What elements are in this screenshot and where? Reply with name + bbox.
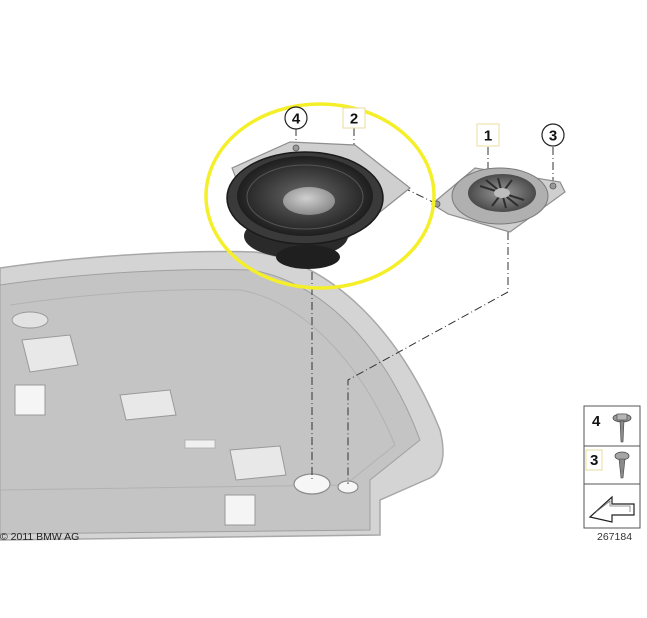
fastener-legend: 4 3: [583, 405, 641, 529]
screw-with-washer-icon: [612, 413, 632, 443]
callout-4[interactable]: 4: [284, 106, 308, 130]
svg-text:4: 4: [292, 111, 301, 128]
svg-text:2: 2: [350, 111, 358, 128]
svg-text:3: 3: [549, 128, 557, 145]
callout-3[interactable]: 3: [541, 123, 565, 147]
tweeter-mount-hole: [337, 480, 359, 494]
legend-row-3[interactable]: 3: [585, 449, 630, 479]
speaker-mount-hole: [293, 473, 331, 495]
legend-row-4[interactable]: 4: [592, 413, 632, 443]
diagram-number: 267184: [597, 531, 633, 543]
svg-text:4: 4: [592, 413, 601, 430]
tweeter: [430, 167, 566, 233]
rear-parcel-shelf: [0, 250, 444, 541]
svg-text:3: 3: [590, 452, 598, 469]
highlight-ellipse: [204, 102, 436, 290]
svg-text:1: 1: [484, 128, 492, 145]
callout-2[interactable]: 2: [342, 107, 366, 129]
copyright-text: © 2011 BMW AG: [0, 531, 80, 543]
screw-icon: [614, 451, 630, 479]
direction-arrow-icon: [588, 495, 635, 523]
midrange-speaker: [226, 141, 411, 269]
callout-1[interactable]: 1: [476, 123, 500, 147]
